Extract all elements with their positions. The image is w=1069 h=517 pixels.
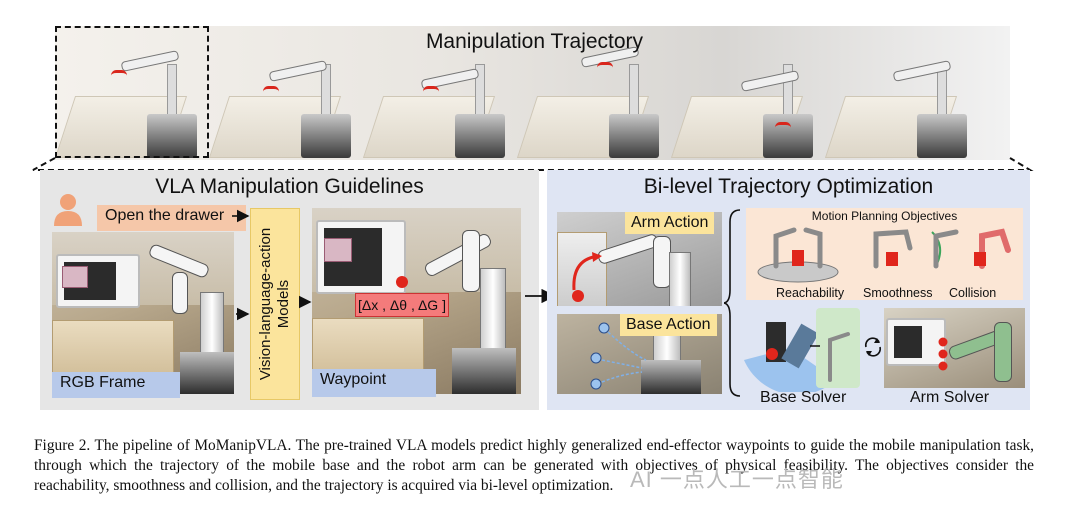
curly-brace-icon xyxy=(724,209,741,397)
objective-illustrations xyxy=(757,227,1011,283)
trajectory-frame xyxy=(671,26,825,160)
rgb-frame-image xyxy=(52,232,234,394)
base-action-label: Base Action xyxy=(620,314,717,336)
waypoint-label: Waypoint xyxy=(312,369,436,397)
trajectory-frame xyxy=(517,26,671,160)
red-arrow-icon xyxy=(775,122,791,133)
highlight-frame-box xyxy=(55,26,209,158)
objective-smoothness: Smoothness xyxy=(863,286,933,300)
trajectory-strip xyxy=(55,26,1010,160)
trajectory-frame xyxy=(825,26,979,160)
arm-solver-label: Arm Solver xyxy=(910,389,990,406)
arm-action-label: Arm Action xyxy=(625,212,715,234)
red-arrow-icon xyxy=(423,86,439,97)
mp-title: Motion Planning Objectives xyxy=(811,209,958,223)
red-arrow-icon xyxy=(263,86,279,97)
instruction-chip: Open the drawer xyxy=(97,205,246,231)
arm-waypoints-icon xyxy=(938,337,948,371)
motion-planning-box: Motion Planning Objectives Reachability … xyxy=(746,208,1023,300)
waypoint-dot-icon xyxy=(396,276,408,288)
arm-trajectory-arrow xyxy=(572,252,602,302)
objective-reachability: Reachability xyxy=(776,286,845,300)
microwave-note xyxy=(324,238,352,262)
trajectory-title: Manipulation Trajectory xyxy=(425,30,644,53)
red-arrow-icon xyxy=(111,70,127,81)
watermark: AI 一点人工一点智能 xyxy=(630,467,844,492)
arm-solver-image xyxy=(884,308,1025,388)
red-arrow-icon xyxy=(597,62,613,73)
objective-collision: Collision xyxy=(949,286,997,300)
figure-caption: Figure 2. The pipeline of MoManipVLA. Th… xyxy=(34,437,1034,494)
cycle-icon xyxy=(864,337,882,357)
rgb-frame-label: RGB Frame xyxy=(52,372,180,398)
bilevel-panel-title: Bi-level Trajectory Optimization xyxy=(643,175,934,198)
microwave-note xyxy=(62,266,88,288)
trajectory-frame xyxy=(55,26,209,160)
user-icon xyxy=(54,194,82,226)
trajectory-frame xyxy=(209,26,363,160)
trajectory-frame xyxy=(363,26,517,160)
base-solver-label: Base Solver xyxy=(760,389,847,406)
base-solver-graphic xyxy=(744,308,860,392)
vla-panel-title: VLA Manipulation Guidelines xyxy=(155,175,424,198)
base-waypoints-icon xyxy=(590,322,647,390)
delta-action-label: [Δx , Δθ , ΔG ] xyxy=(355,293,449,317)
